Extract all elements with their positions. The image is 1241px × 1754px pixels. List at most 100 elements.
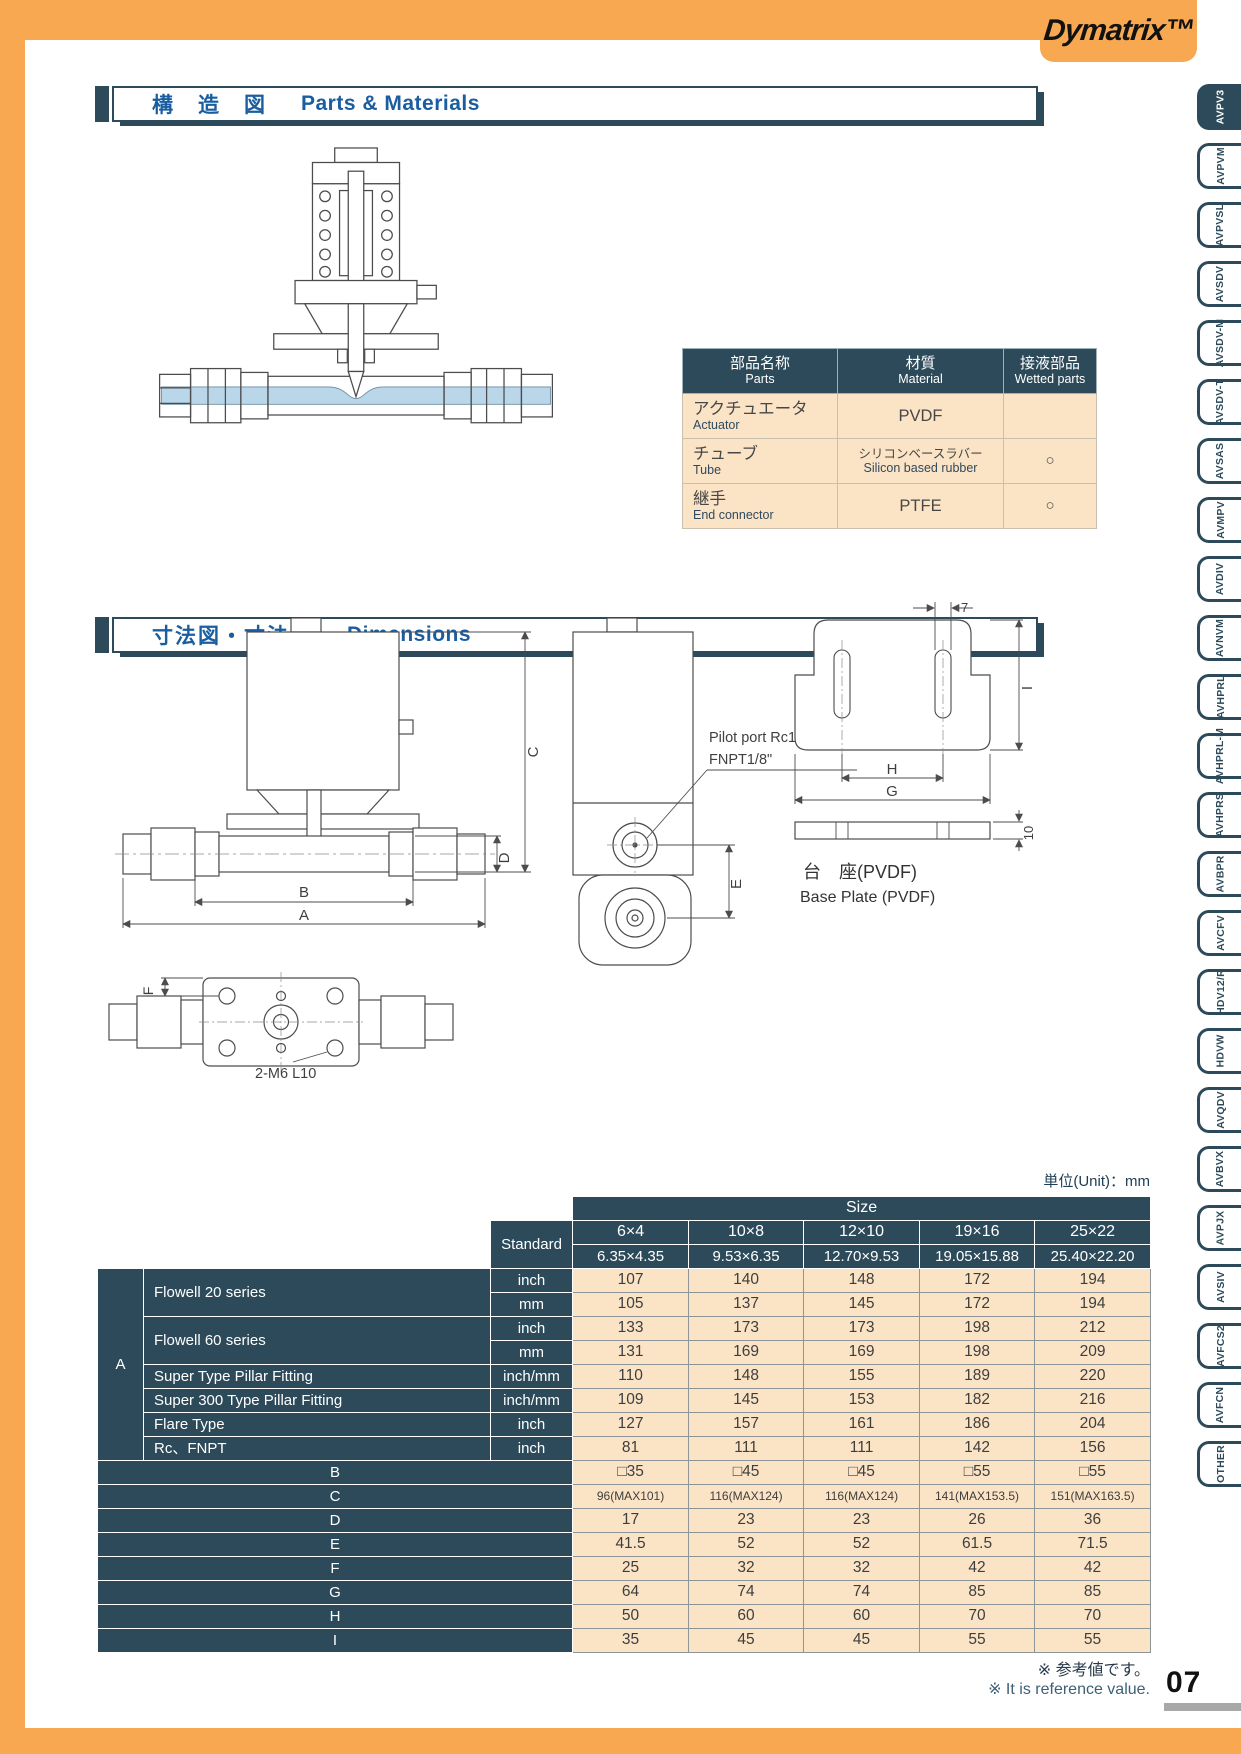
series-label-cell: Flowell 20 series <box>143 1268 491 1317</box>
parts-section-header: 構 造 図 Parts & Materials <box>95 86 1038 122</box>
unit-label-cell: inch <box>489 1412 574 1437</box>
dimension-value-cell: 32 <box>803 1556 921 1581</box>
sidebar-tab-avpv3[interactable]: AVPV3 <box>1197 84 1241 130</box>
dimension-value-cell: 155 <box>803 1364 921 1389</box>
sidebar-tab-label: AVHPRS <box>1214 792 1227 838</box>
dimension-value-cell: 198 <box>919 1316 1036 1341</box>
series-label-cell: Super 300 Type Pillar Fitting <box>143 1388 491 1413</box>
sidebar-tab-avsas[interactable]: AVSAS <box>1197 438 1241 484</box>
dimension-value-cell: 55 <box>919 1628 1036 1653</box>
sidebar-tab-avsdv[interactable]: AVSDV <box>1197 261 1241 307</box>
sidebar-tab-label: AVSIV <box>1214 1271 1227 1303</box>
sidebar-tab-label: AVMPV <box>1214 501 1227 539</box>
header-accent-block <box>95 86 109 122</box>
brand-logo: Dymatrix™ <box>1042 14 1195 47</box>
sidebar-tab-avpvsl[interactable]: AVPVSL <box>1197 202 1241 248</box>
dimension-value-cell: 42 <box>919 1556 1036 1581</box>
dimension-value-cell: 148 <box>688 1364 805 1389</box>
dimension-value-cell: 141(MAX153.5) <box>919 1484 1036 1509</box>
sidebar-tab-avpvm[interactable]: AVPVM <box>1197 143 1241 189</box>
series-label-cell: Super Type Pillar Fitting <box>143 1364 491 1389</box>
series-label-cell: Flowell 60 series <box>143 1316 491 1365</box>
sidebar-tab-label: AVPV3 <box>1214 89 1227 125</box>
sidebar-tab-label: AVHPRL <box>1214 675 1227 719</box>
dim-label-h: H <box>887 761 898 778</box>
unit-label-cell: inch <box>489 1316 574 1341</box>
sidebar-tab-avhprs[interactable]: AVHPRS <box>1197 792 1241 838</box>
bottom-orange-band <box>0 1728 1241 1754</box>
dimension-value-cell: 156 <box>1034 1436 1152 1461</box>
size-col-bottom-cell: 6.35×4.35 <box>572 1244 690 1269</box>
sidebar-tab-label: OTHER <box>1214 1445 1227 1483</box>
sidebar-tab-avbvx[interactable]: AVBVX <box>1197 1146 1241 1192</box>
sidebar-tab-avmpv[interactable]: AVMPV <box>1197 497 1241 543</box>
blank-cell <box>98 1221 491 1245</box>
dimension-value-cell: 148 <box>803 1268 921 1293</box>
dimension-value-cell: 204 <box>1034 1412 1152 1437</box>
dimension-value-cell: 109 <box>572 1388 690 1413</box>
dim-label-f: F <box>140 987 156 996</box>
sidebar-tab-label: AVBPR <box>1214 855 1227 893</box>
dimension-value-cell: 32 <box>688 1556 805 1581</box>
sidebar-tab-avdiv[interactable]: AVDIV <box>1197 556 1241 602</box>
sidebar-tab-avsdv-t[interactable]: AVSDV-T <box>1197 379 1241 425</box>
sidebar-tab-avbpr[interactable]: AVBPR <box>1197 851 1241 897</box>
dimension-value-cell: 169 <box>803 1340 921 1365</box>
dim-label-i: I <box>1019 686 1036 690</box>
dimension-value-cell: □55 <box>1034 1460 1152 1485</box>
sidebar-tab-avhprl[interactable]: AVHPRL <box>1197 674 1241 720</box>
dimension-value-cell: 186 <box>919 1412 1036 1437</box>
sidebar-tab-avfcn[interactable]: AVFCN <box>1197 1382 1241 1428</box>
dimension-value-cell: 116(MAX124) <box>688 1484 805 1509</box>
size-col-top-cell: 12×10 <box>803 1220 921 1245</box>
sidebar-tab-avqdv[interactable]: AVQDV <box>1197 1087 1241 1133</box>
dimension-value-cell: 61.5 <box>919 1532 1036 1557</box>
dimension-value-cell: 85 <box>1034 1580 1152 1605</box>
sidebar-tab-label: AVBVX <box>1214 1150 1227 1188</box>
dimension-value-cell: 194 <box>1034 1268 1152 1293</box>
letter-label-cell: E <box>96 1532 574 1557</box>
dimension-value-cell: 23 <box>688 1508 805 1533</box>
header-accent-block <box>95 617 109 653</box>
dimension-value-cell: 45 <box>688 1628 805 1653</box>
sidebar-tab-hdv12-r[interactable]: HDV12/R <box>1197 969 1241 1015</box>
sidebar-tab-avsiv[interactable]: AVSIV <box>1197 1264 1241 1310</box>
dimension-value-cell: 23 <box>803 1508 921 1533</box>
dimension-value-cell: 161 <box>803 1412 921 1437</box>
sidebar-tab-other[interactable]: OTHER <box>1197 1441 1241 1487</box>
dim-label-10: 10 <box>1021 826 1036 840</box>
base-plate-caption-jp: 台 座(PVDF) <box>803 862 917 882</box>
dimension-value-cell: 110 <box>572 1364 690 1389</box>
size-col-bottom-cell: 25.40×22.20 <box>1034 1244 1152 1269</box>
sidebar-tab-avfcs2[interactable]: AVFCS2 <box>1197 1323 1241 1369</box>
header-bar: 構 造 図 Parts & Materials <box>112 86 1038 122</box>
pilot-port-label-line2: FNPT1/8" <box>709 752 772 768</box>
dimension-value-cell: 140 <box>688 1268 805 1293</box>
sidebar-tab-avpjx[interactable]: AVPJX <box>1197 1205 1241 1251</box>
sidebar-tab-hdvw[interactable]: HDVW <box>1197 1028 1241 1074</box>
letter-label-cell: D <box>96 1508 574 1533</box>
part-material-cell: PVDF <box>837 393 1004 439</box>
sidebar-tab-avhprl-m[interactable]: AVHPRL-M <box>1197 728 1241 784</box>
sidebar-tab-label: AVSDV-M <box>1214 318 1227 368</box>
sidebar-tab-avnvm[interactable]: AVNVM <box>1197 615 1241 661</box>
standard-label-cell: Standard <box>489 1220 574 1269</box>
sidebar-tab-avsdv-m[interactable]: AVSDV-M <box>1197 318 1241 368</box>
sidebar-tab-avcfv[interactable]: AVCFV <box>1197 910 1241 956</box>
sidebar-tab-label: AVPVM <box>1214 147 1227 185</box>
